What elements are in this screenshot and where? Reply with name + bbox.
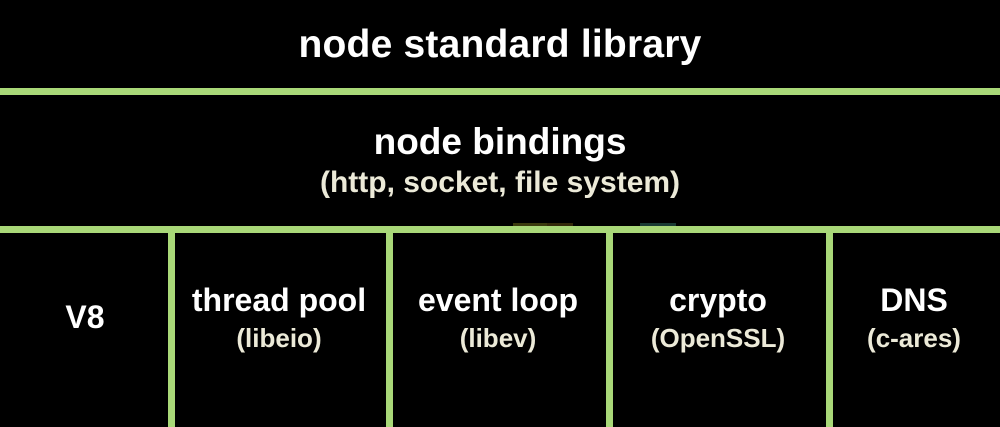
divider-vertical-2 [386, 226, 393, 427]
layer-components: V8 thread pool (libeio) event loop (libe… [0, 233, 1000, 427]
component-label-event-loop: event loop [417, 281, 578, 318]
component-cell-event-loop: event loop (libev) [388, 233, 608, 427]
component-label-crypto: crypto [669, 281, 767, 318]
component-label-thread-pool: thread pool [191, 281, 367, 318]
component-label-dns: DNS [880, 281, 948, 318]
component-cell-dns: DNS (c-ares) [828, 233, 1000, 427]
component-sublabel-dns: (c-ares) [867, 322, 961, 353]
component-cell-crypto: crypto (OpenSSL) [608, 233, 828, 427]
component-label-v8: V8 [65, 299, 105, 335]
divider-vertical-1 [168, 226, 175, 427]
divider-vertical-3 [606, 226, 613, 427]
divider-horizontal-top [0, 88, 1000, 95]
component-cell-thread-pool: thread pool (libeio) [170, 233, 388, 427]
layer-standard-library: node standard library [0, 0, 1000, 88]
node-bindings-sublabel: (http, socket, file system) [319, 166, 681, 199]
component-cell-v8: V8 [0, 233, 170, 427]
rule-artifact-a [513, 223, 547, 226]
divider-vertical-4 [826, 226, 833, 427]
rule-artifact-b [547, 223, 573, 226]
component-sublabel-event-loop: (libev) [459, 322, 537, 353]
layer-node-bindings: node bindings (http, socket, file system… [0, 95, 1000, 226]
component-sublabel-crypto: (OpenSSL) [650, 322, 786, 353]
divider-horizontal-bottom [0, 226, 1000, 233]
node-bindings-label: node bindings [373, 121, 627, 162]
rule-artifact-c [640, 223, 676, 226]
standard-library-label: node standard library [298, 22, 702, 66]
component-sublabel-thread-pool: (libeio) [236, 322, 322, 353]
